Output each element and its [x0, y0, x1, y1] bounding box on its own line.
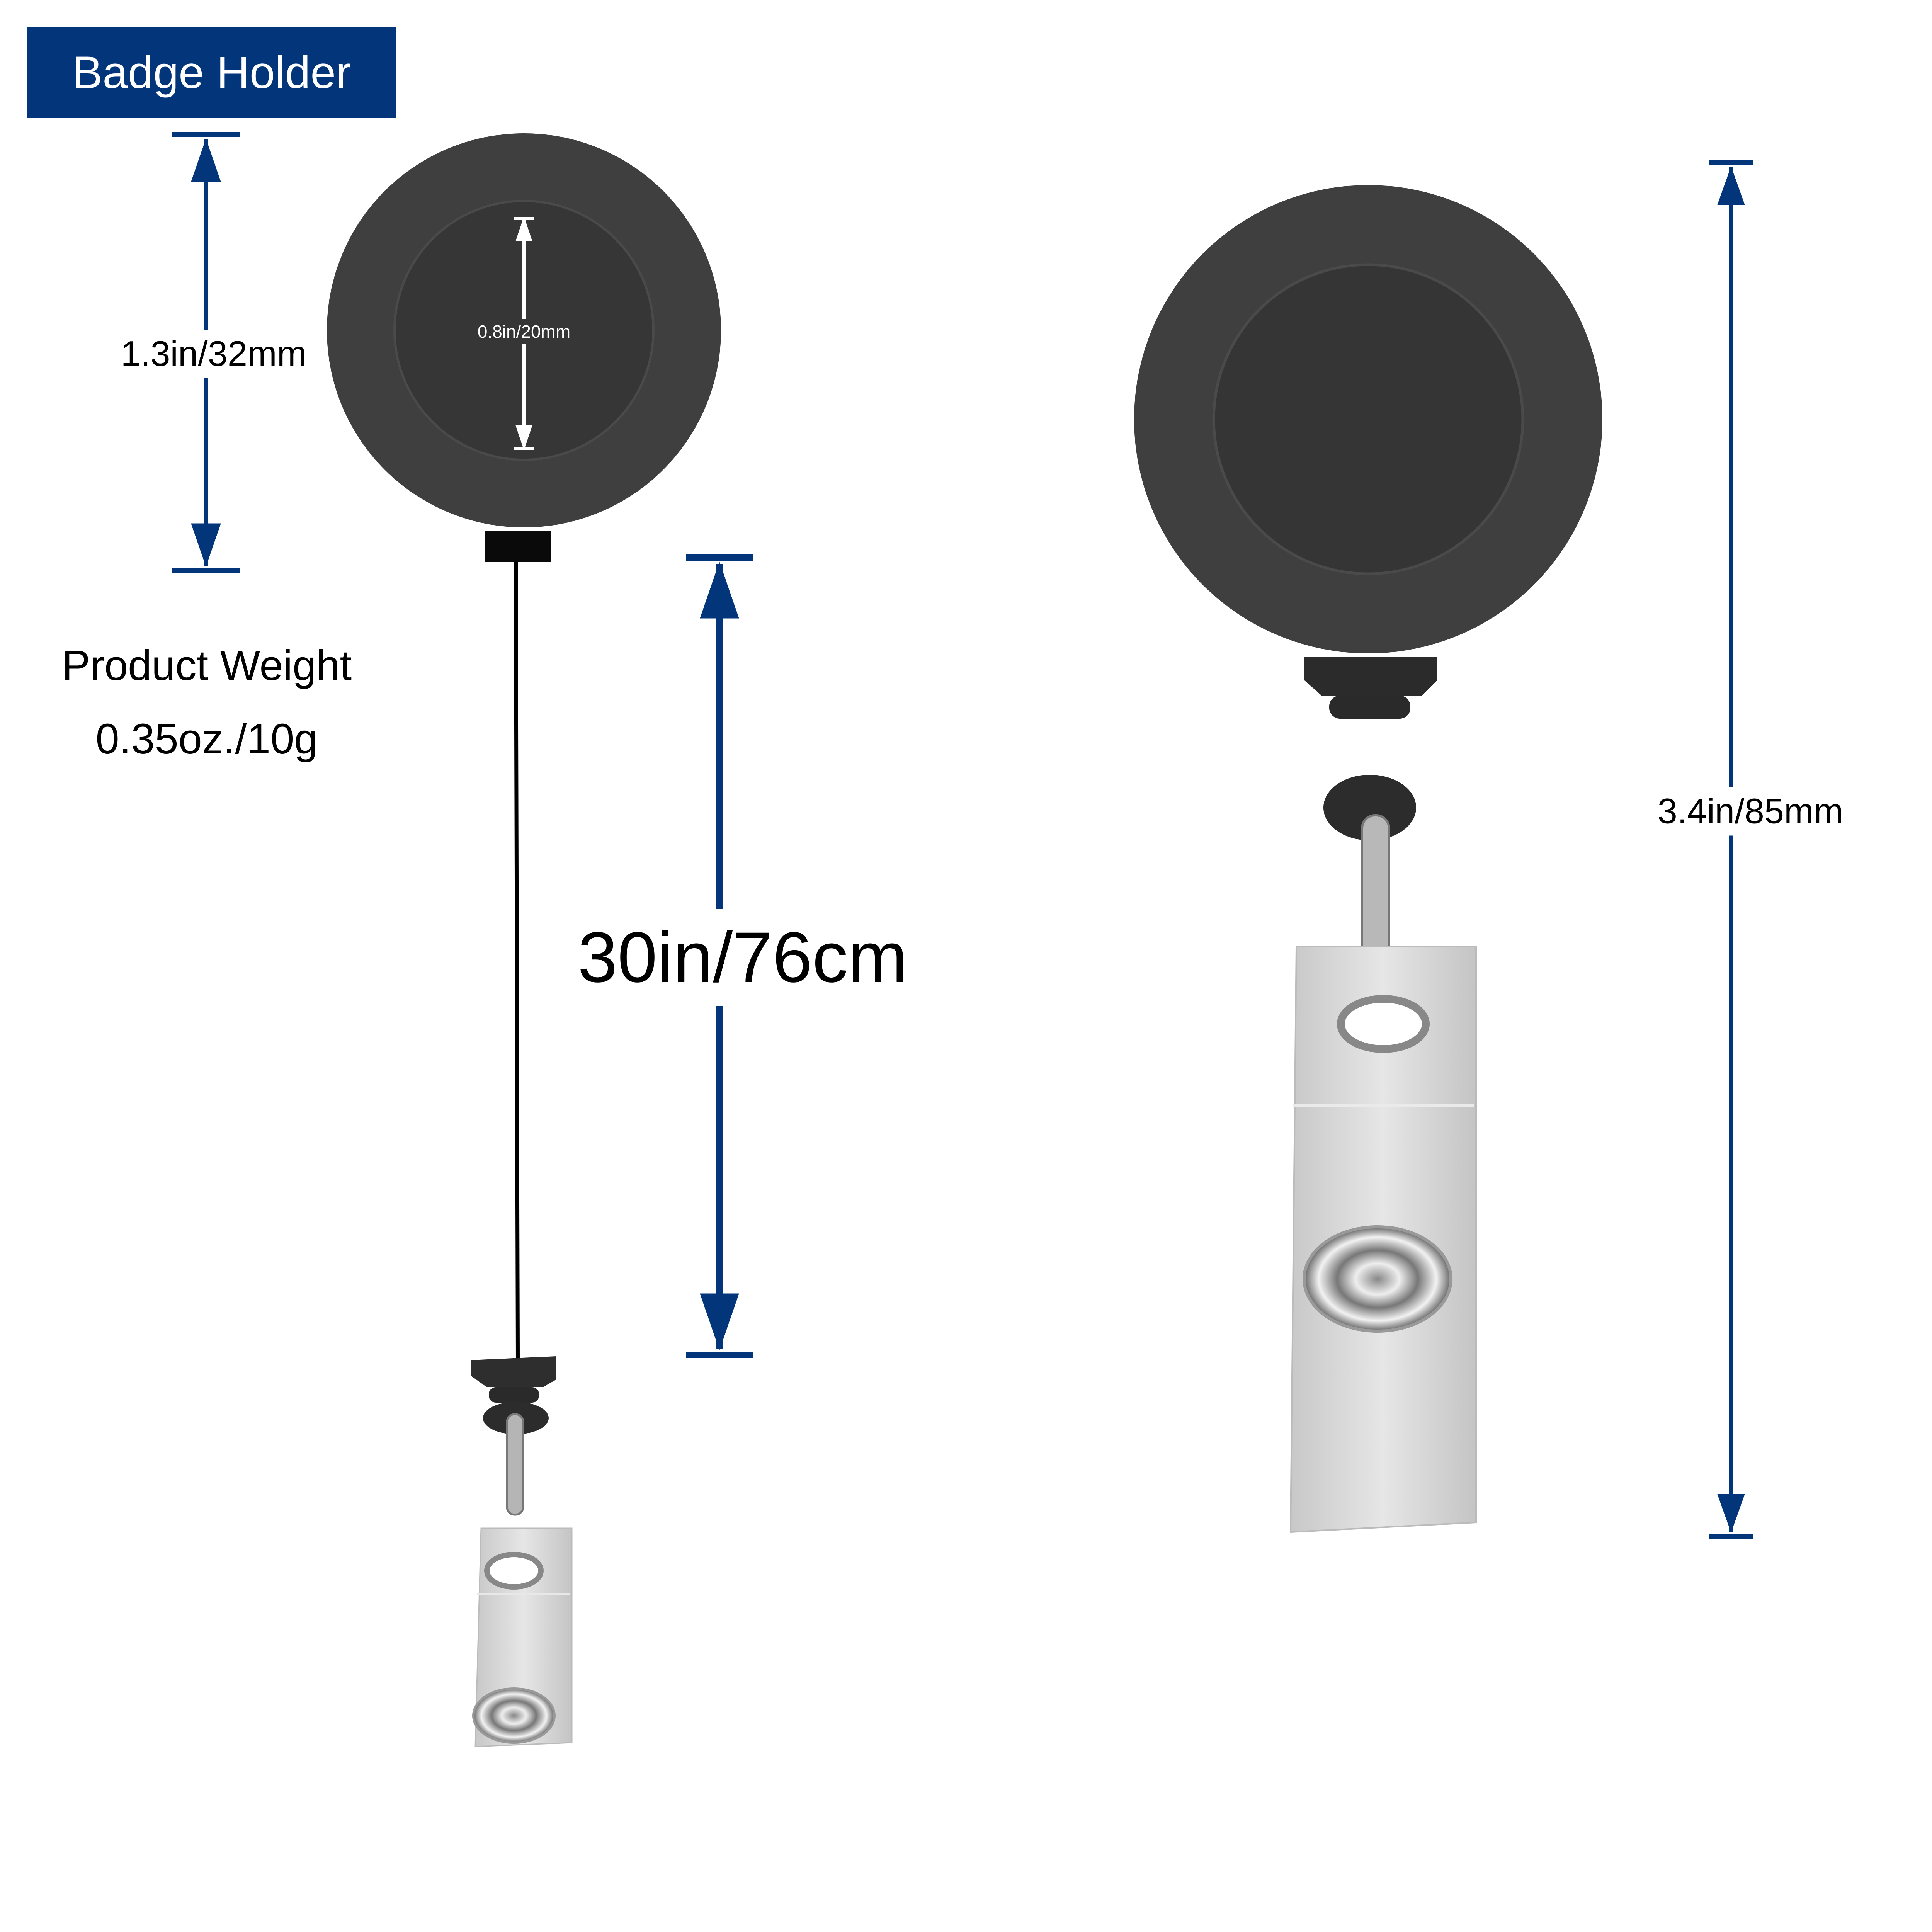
reel-height-label: 1.3in/32mm — [121, 330, 307, 378]
total-length-label: 3.4in/85mm — [1657, 787, 1844, 836]
weight-heading: Product Weight — [61, 642, 352, 689]
title-badge: Badge Holder — [27, 27, 396, 118]
small-clip-assembly — [471, 1356, 573, 1747]
inner-face-label: 0.8in/20mm — [477, 319, 571, 344]
small-reel — [327, 133, 721, 1361]
weight-value: 0.35oz./10g — [95, 715, 318, 763]
product-weight: Product Weight 0.35oz./10g — [62, 629, 352, 776]
cord-length-label: 30in/76cm — [578, 909, 908, 1006]
large-reel — [1134, 185, 1602, 1533]
